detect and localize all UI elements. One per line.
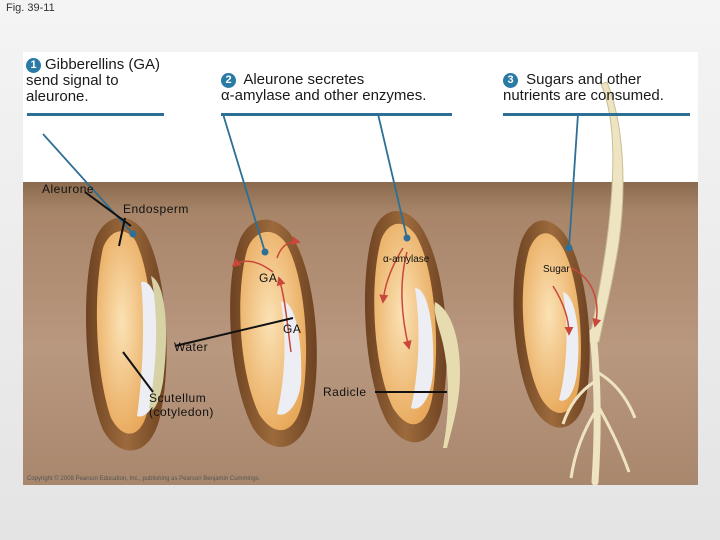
radicle-label: Radicle (323, 385, 367, 399)
seed-4-arrow-2 (552, 285, 574, 336)
seed-4-scutellum (559, 292, 579, 401)
seed-2-arrow-3 (276, 276, 292, 353)
copyright-notice: Copyright © 2008 Pearson Education, Inc.… (27, 476, 261, 482)
seed-3-arrow-1 (379, 247, 404, 304)
seed-2 (230, 219, 317, 447)
water-leader (174, 317, 294, 347)
seed-4-arrow-1 (570, 267, 602, 328)
seed-4 (513, 81, 637, 485)
step-2-pointer-dot-b (403, 234, 411, 242)
seed-3-scutellum (411, 288, 434, 409)
seed-3-arrow-2 (401, 251, 412, 350)
step-2-text-line1: Aleurone secretes (243, 71, 365, 88)
aleurone-label: Aleurone (42, 182, 95, 196)
endosperm-leader (118, 217, 126, 247)
step-2-text-line2: α-amylase and other enzymes. (221, 87, 427, 104)
seed-4-shoot (588, 81, 624, 343)
alpha-amylase-label: α-amylase (383, 254, 430, 265)
water-label: Water (174, 340, 209, 354)
step-1-heading: 1 Gibberellins (GA) send signal to aleuro… (26, 57, 206, 105)
step-2-pointer-dot-a (261, 248, 269, 256)
step-3-underline (503, 113, 690, 116)
step-2-pointer-line-b (377, 113, 408, 239)
seed-2-scutellum (277, 301, 302, 415)
seed-2-arrow-2 (276, 236, 301, 259)
germination-illustration (42, 81, 637, 485)
step-3-text-line2: nutrients are consumed. (503, 87, 664, 104)
seed-4-root-branch-4 (561, 380, 595, 425)
step-3-text-line1: Sugars and other (526, 71, 642, 88)
seed-4-primary-root (589, 328, 601, 485)
seed-1-embryo (149, 276, 167, 410)
step-3-pointer-line (568, 113, 579, 249)
step-1-number-badge: 1 (26, 58, 41, 73)
figure-label: Fig. 39-11 (6, 2, 55, 14)
scutellum-leader (122, 351, 154, 393)
step-2-pointer-line-a (222, 113, 266, 253)
seed-3 (364, 210, 460, 448)
step-1-underline (27, 113, 164, 116)
aleurone-leader (84, 191, 132, 227)
endosperm-label: Endosperm (123, 202, 189, 216)
sugar-label: Sugar (543, 264, 570, 275)
step-2-underline (221, 113, 452, 116)
step-1-text-line2: send signal to (26, 72, 119, 89)
step-1-pointer-dot (129, 230, 137, 238)
seed-1 (85, 217, 167, 451)
seed-4-root-branch-1 (594, 401, 631, 473)
step-1-text-line1: Gibberellins (GA) (45, 56, 161, 73)
scutellum-label-line2: (cotyledon) (149, 405, 214, 419)
step-2-number-badge: 2 (221, 73, 236, 88)
seed-3-radicle (434, 302, 460, 448)
step-1-text-line3: aleurone. (26, 88, 89, 105)
scutellum-label: Scutellum (cotyledon) (149, 391, 214, 419)
diagram-panel: 1 Gibberellins (GA) send signal to aleuro… (23, 52, 698, 485)
step-3-pointer-dot (565, 244, 573, 252)
step-2-heading: 2 Aleurone secretes α-amylase and other … (221, 72, 471, 104)
seed-1-endosperm (96, 231, 153, 434)
step-3-heading: 3 Sugars and other nutrients are consume… (503, 72, 698, 104)
step-3-number-badge: 3 (503, 73, 518, 88)
ga-label-1: GA (259, 271, 278, 285)
scutellum-label-line1: Scutellum (149, 391, 207, 405)
seed-4-root-branch-3 (596, 370, 637, 419)
seed-4-root-branch-2 (569, 411, 597, 479)
seed-2-arrow-1 (231, 257, 274, 273)
ga-label-2: GA (283, 322, 302, 336)
